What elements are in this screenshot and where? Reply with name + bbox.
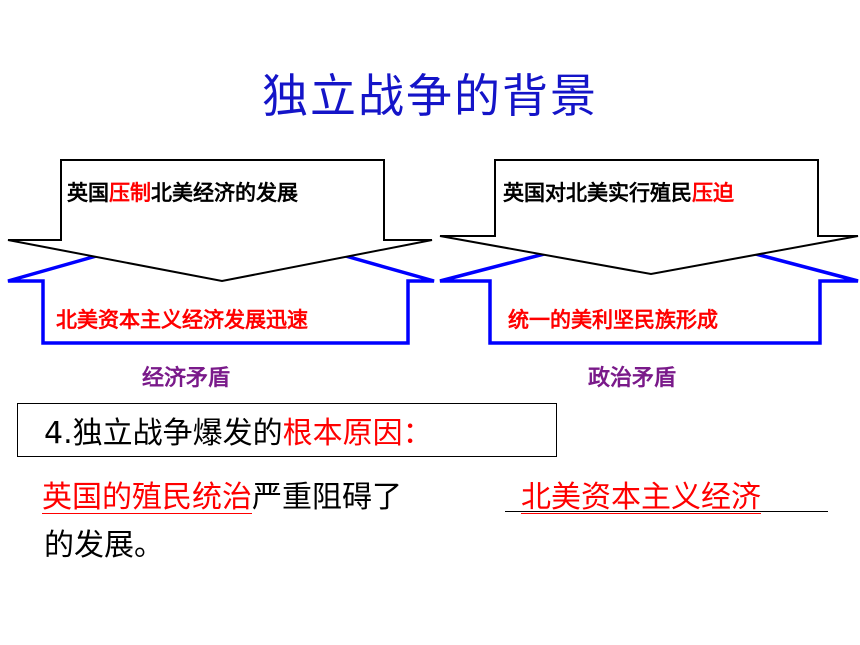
answer-line-1: 英国的殖民统治严重阻碍了 bbox=[42, 472, 402, 516]
right-top-highlight: 压迫 bbox=[692, 181, 734, 205]
left-cause-top-text: 英国压制北美经济的发展 bbox=[67, 177, 298, 207]
question-highlight: 根本原因： bbox=[282, 416, 433, 451]
right-top-arrow-shape bbox=[439, 159, 859, 276]
right-top-prefix: 英国对北美实行殖民 bbox=[503, 181, 692, 205]
left-cause-bottom-text: 北美资本主义经济发展迅速 bbox=[56, 308, 308, 332]
answer-line-2: 的发展。 bbox=[44, 528, 164, 563]
left-top-prefix: 英国 bbox=[67, 181, 109, 205]
left-top-highlight: 压制 bbox=[109, 181, 151, 205]
question-box bbox=[17, 403, 557, 457]
answer-blank-1: 英国的殖民统治 bbox=[42, 480, 252, 515]
answer-middle: 严重阻碍了 bbox=[252, 480, 402, 515]
answer-blank-2: 北美资本主义经济 bbox=[521, 480, 761, 515]
economic-conflict-caption: 经济矛盾 bbox=[142, 366, 231, 391]
right-cause-top-text: 英国对北美实行殖民压迫 bbox=[503, 177, 734, 207]
question-prefix: 4.独立战争爆发的 bbox=[44, 416, 283, 451]
page-title: 独立战争的背景 bbox=[262, 69, 598, 123]
right-cause-bottom-text: 统一的美利坚民族形成 bbox=[508, 308, 718, 332]
political-conflict-caption: 政治矛盾 bbox=[588, 366, 677, 391]
left-top-arrow-shape bbox=[7, 159, 433, 283]
left-top-suffix: 北美经济的发展 bbox=[151, 181, 298, 205]
question-text: 4.独立战争爆发的根本原因： bbox=[44, 408, 433, 452]
answer-blank-underline bbox=[505, 511, 828, 512]
